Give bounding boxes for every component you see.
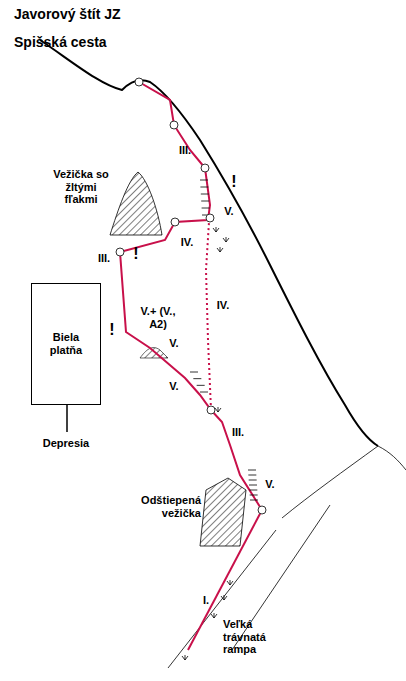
- grass-symbols: [182, 227, 233, 660]
- rock-slab-box: Biela platňa: [31, 283, 101, 405]
- grade-label: V.: [265, 478, 274, 491]
- slab-name: Biela platňa: [40, 331, 92, 357]
- tower-hatch: [110, 172, 162, 235]
- grade-label: V.: [224, 205, 233, 218]
- grade-label: V.: [169, 380, 178, 393]
- topo-title: Javorový štít JZ: [14, 6, 121, 22]
- grade-label: IV.: [217, 299, 229, 312]
- grade-label: I.: [203, 594, 209, 607]
- warning-mark: !: [109, 321, 114, 339]
- warning-mark: !: [133, 245, 138, 263]
- warning-mark: !: [231, 173, 236, 191]
- belay-stations: [116, 78, 266, 514]
- route-line: [120, 82, 262, 510]
- terrain-line: [282, 446, 406, 518]
- grade-label: IV.: [181, 236, 193, 249]
- tower-hatch: [200, 478, 246, 546]
- feature-label: Veľká trávnatá rampa: [223, 618, 285, 656]
- grade-label: V.+ (V., A2): [134, 305, 182, 330]
- grade-label: III.: [232, 426, 244, 439]
- topo-subtitle: Spišská cesta: [14, 34, 107, 50]
- feature-label: Odštiepená vežička: [135, 494, 201, 519]
- rock-hatch: [140, 348, 168, 358]
- hatch-ticks: [190, 180, 258, 500]
- variant-line: [206, 222, 211, 410]
- feature-label: Vežička so žltými fľakmi: [50, 168, 112, 206]
- feature-label: Depresia: [43, 437, 89, 450]
- rampa-edge: [168, 530, 276, 668]
- grade-label: III.: [98, 252, 110, 265]
- grade-label: III.: [179, 144, 191, 157]
- grade-label: V.: [169, 337, 178, 350]
